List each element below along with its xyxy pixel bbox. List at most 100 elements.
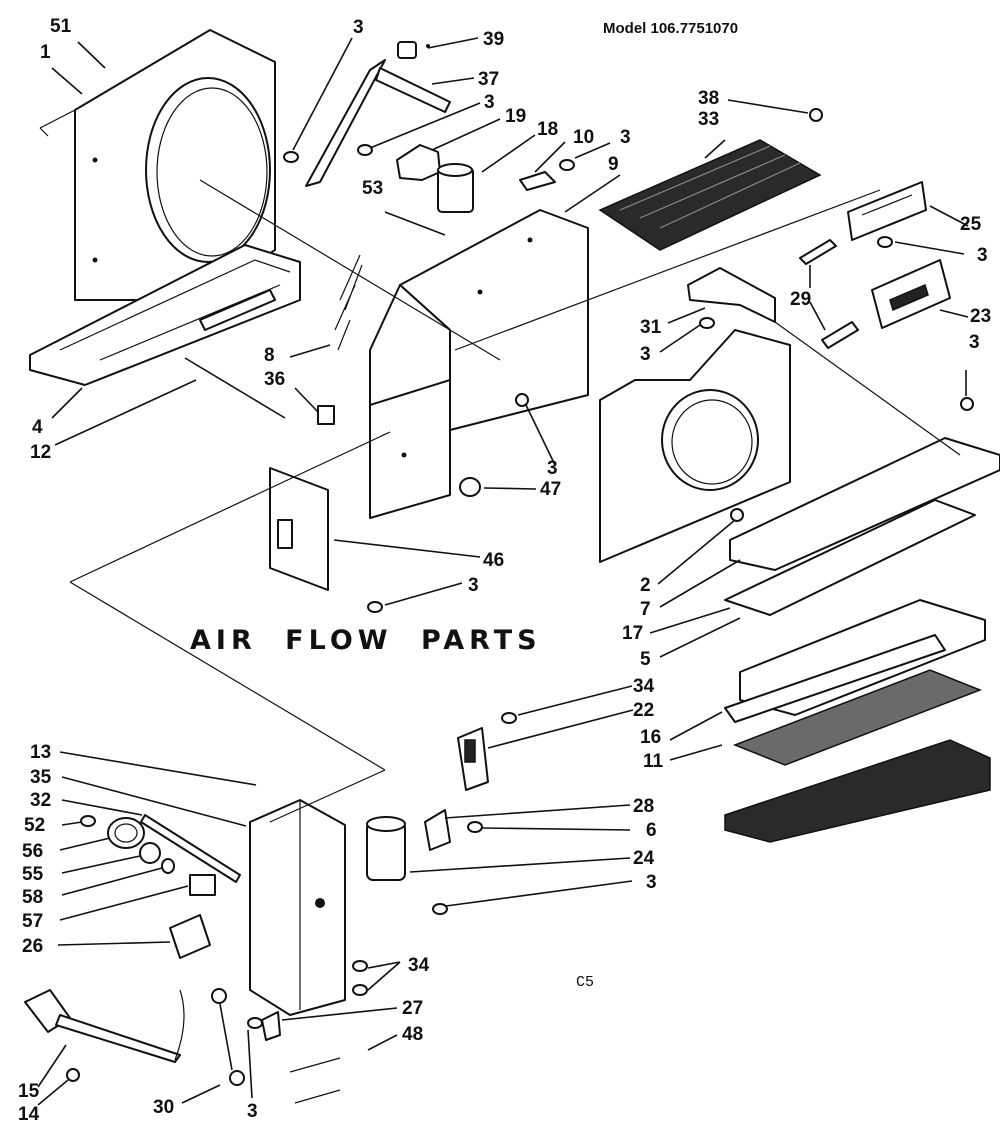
part-18-capacitor — [437, 163, 474, 213]
part-24-capacitor — [366, 816, 406, 881]
part-12-rod — [184, 357, 286, 419]
callout-36: 36 — [264, 369, 285, 390]
section-heading: AIR FLOW PARTS — [190, 625, 542, 656]
callout-47: 47 — [540, 479, 561, 500]
callout-3: 3 — [353, 17, 364, 38]
leader-lines — [37, 37, 969, 1106]
part-29-link-upper — [799, 239, 837, 265]
part-11-filter — [732, 669, 983, 766]
part-37-brace — [305, 59, 451, 187]
part-31-bracket — [687, 267, 776, 323]
alignment-lines — [69, 179, 961, 823]
part-15-power-cord — [24, 989, 185, 1063]
callout-labels: 51 1 3 39 37 3 19 18 10 3 9 53 38 33 25 … — [18, 16, 991, 1125]
callout-22: 22 — [633, 700, 654, 721]
callout-35: 35 — [30, 767, 52, 788]
callout-3: 3 — [468, 575, 479, 596]
callout-31: 31 — [640, 317, 662, 338]
callout-28: 28 — [633, 796, 654, 817]
part-27-clip — [261, 1011, 281, 1041]
callout-10: 10 — [573, 127, 594, 148]
callout-13: 13 — [30, 742, 51, 763]
part-front-grille — [724, 739, 991, 843]
part-57-thermostat — [189, 874, 216, 896]
screw-parts — [66, 44, 974, 1082]
callout-15: 15 — [18, 1081, 40, 1102]
part-16-filter-frame — [724, 634, 946, 723]
callout-23: 23 — [970, 306, 991, 327]
part-1-fan-shroud — [39, 29, 276, 301]
part-58-nut — [161, 858, 175, 874]
callout-26: 26 — [22, 936, 43, 957]
part-35-control-box — [249, 799, 346, 1016]
callout-38: 38 — [698, 88, 719, 109]
callout-56: 56 — [22, 841, 43, 862]
callout-12: 12 — [30, 442, 51, 463]
callout-52: 52 — [24, 815, 45, 836]
callout-39: 39 — [483, 29, 504, 50]
callout-11: 11 — [643, 751, 664, 772]
part-9-bulkhead — [369, 209, 589, 519]
part-22-switch-bracket — [457, 727, 489, 791]
callout-33: 33 — [698, 109, 719, 130]
callout-57: 57 — [22, 911, 43, 932]
part-19-clamp — [396, 144, 441, 181]
part-46-control-plate — [269, 467, 329, 591]
callout-3: 3 — [646, 872, 657, 893]
callout-8: 8 — [264, 345, 275, 366]
callout-5: 5 — [640, 649, 651, 670]
callout-2: 2 — [640, 575, 651, 596]
part-2-blower-housing — [599, 329, 791, 563]
part-10-bracket — [519, 171, 556, 191]
callout-18: 18 — [537, 119, 558, 140]
page-code: C5 — [576, 974, 594, 991]
callout-16: 16 — [640, 727, 661, 748]
part-25-panel — [847, 181, 927, 241]
callout-3: 3 — [977, 245, 988, 266]
part-55-bushing — [139, 842, 161, 864]
callout-34: 34 — [633, 676, 655, 697]
callout-37: 37 — [478, 69, 499, 90]
callout-9: 9 — [608, 154, 619, 175]
part-28-clip — [424, 809, 451, 851]
part-48-wire-tie — [289, 1057, 341, 1104]
callout-27: 27 — [402, 998, 423, 1019]
part-39-plug — [397, 41, 417, 59]
callout-32: 32 — [30, 790, 51, 811]
callout-3: 3 — [620, 127, 631, 148]
model-number: Model 106.7751070 — [603, 20, 738, 37]
callout-29: 29 — [790, 289, 811, 310]
part-47-nut — [459, 477, 481, 497]
callout-3: 3 — [547, 458, 558, 479]
callout-6: 6 — [646, 820, 657, 841]
callout-25: 25 — [960, 214, 982, 235]
callout-24: 24 — [633, 848, 655, 869]
part-26-relay — [169, 914, 211, 959]
callout-3: 3 — [640, 344, 651, 365]
callout-46: 46 — [483, 550, 504, 571]
part-23-switch — [871, 259, 951, 329]
part-30-ground-wire — [211, 988, 245, 1086]
part-33-grille — [598, 139, 822, 251]
callout-48: 48 — [402, 1024, 423, 1045]
callout-7: 7 — [640, 599, 651, 620]
callout-17: 17 — [622, 623, 643, 644]
callout-4: 4 — [32, 417, 43, 438]
part-36-clip — [317, 405, 335, 425]
part-32-shaft — [140, 814, 241, 883]
callout-1: 1 — [40, 42, 51, 63]
part-8-fan-blade — [334, 254, 363, 351]
callout-19: 19 — [505, 106, 526, 127]
callout-3: 3 — [969, 332, 980, 353]
part-29-link-lower — [821, 321, 859, 349]
callout-3: 3 — [484, 92, 495, 113]
callout-55: 55 — [22, 864, 44, 885]
callout-34: 34 — [408, 955, 430, 976]
callout-3: 3 — [247, 1101, 258, 1122]
callout-14: 14 — [18, 1104, 40, 1125]
part-56-knob — [107, 817, 145, 849]
callout-58: 58 — [22, 887, 43, 908]
callout-53: 53 — [362, 178, 383, 199]
part-17-plate — [724, 499, 976, 616]
